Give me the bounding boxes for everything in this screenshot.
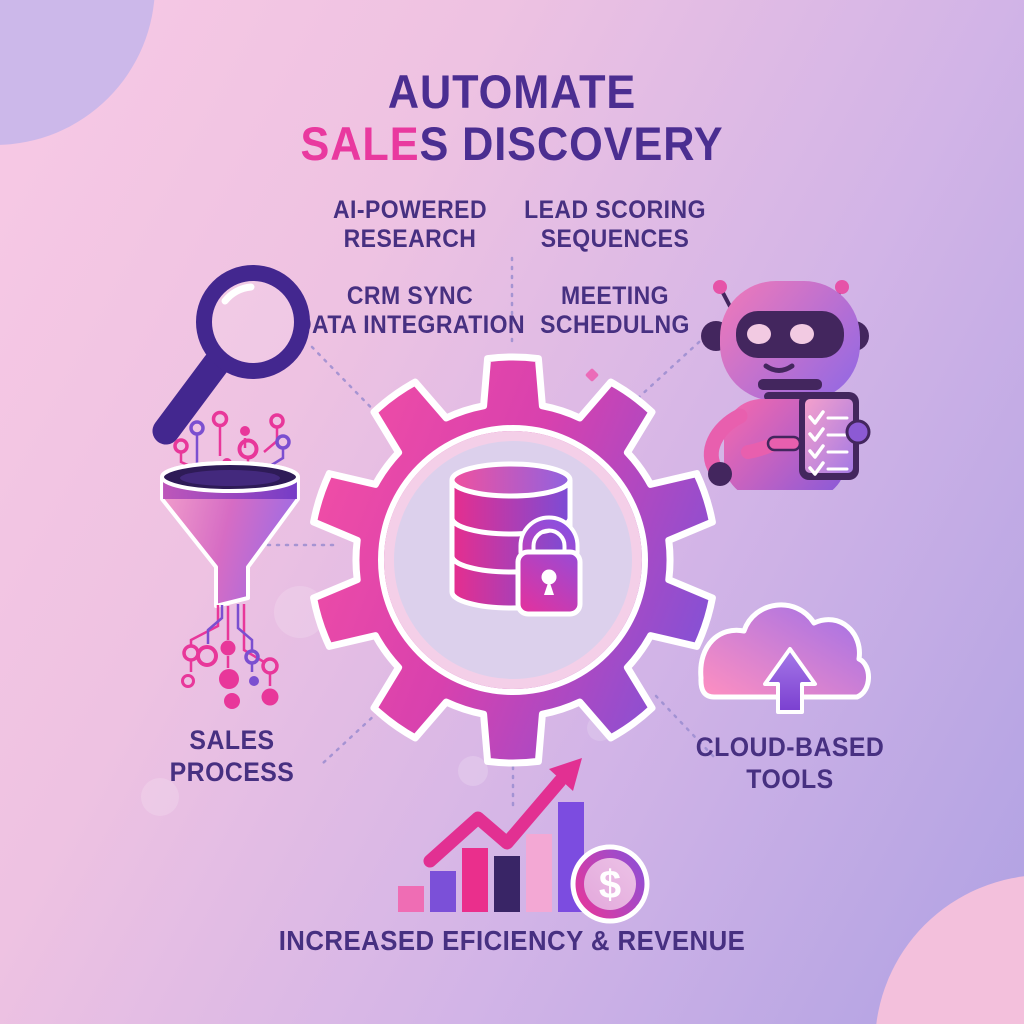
gear-icon (310, 353, 716, 767)
funnel-mouth-inner (180, 470, 280, 486)
circuit-nodes-top (173, 410, 291, 468)
cloud-upload-icon (698, 602, 871, 714)
padlock-icon (515, 515, 583, 617)
gear-hub-outer-ring (378, 425, 648, 695)
robot-smile (763, 363, 795, 373)
feature-line: SEQUENCES (540, 225, 690, 253)
robot-arm-pointing (741, 437, 781, 459)
robot-eye-right (790, 324, 814, 344)
funnel-band (163, 479, 297, 499)
robot-neck2 (764, 392, 816, 401)
label-cloud-based-tools: CLOUD-BASED TOOLS (652, 731, 928, 795)
label-line: PROCESS (169, 757, 295, 787)
dollar-coin-icon: $ (570, 844, 650, 924)
funnel-mouth (160, 461, 300, 493)
tablet (799, 392, 859, 480)
robot-neck (758, 379, 822, 390)
feature-ai-powered-research: AI-POWERED RESEARCH (263, 196, 557, 254)
bar-1 (398, 886, 424, 912)
robot-fist (708, 462, 732, 486)
magnifier-handle (152, 350, 230, 445)
tablet-screen (805, 399, 853, 473)
feature-line: CRM SYNC (346, 282, 474, 310)
trend-arrow-line (423, 774, 567, 868)
cloud-shape (698, 602, 871, 700)
title-line2: SALES DISCOVERY (41, 118, 983, 170)
label-sales-process: SALES PROCESS (94, 724, 370, 788)
upload-arrow (763, 647, 817, 714)
lens-highlight (221, 283, 255, 305)
bar-3 (462, 848, 488, 912)
feature-crm-sync-data-integration: CRM SYNC DATA INTEGRATION (263, 282, 557, 340)
gear-hub (384, 431, 642, 689)
label-line: SALES (189, 725, 275, 755)
circuit-nodes-bottom (181, 640, 279, 709)
title-accent: SALE (300, 117, 420, 170)
bar-5 (526, 834, 552, 912)
pointing-finger (766, 435, 802, 452)
feature-meeting-scheduling: MEETING SCHEDULNG (468, 282, 762, 340)
title-line1: AUTOMATE (387, 65, 637, 118)
label-line: CLOUD-BASED (695, 732, 885, 762)
feature-line: AI-POWERED (332, 196, 488, 224)
circuit-lines-top (179, 426, 285, 474)
bar-chart-icon: $ (398, 758, 650, 924)
robot-arm-left (703, 408, 748, 478)
circuit-lines-bottom (189, 604, 272, 686)
bottom-caption: INCREASED EFICIENCY & REVENUE (278, 925, 746, 956)
feature-line: MEETING (560, 282, 670, 310)
database-icon (449, 461, 573, 611)
feature-lead-scoring-sequences: LEAD SCORING SEQUENCES (468, 196, 762, 254)
robot-grip-hand (845, 419, 871, 445)
robot-body (724, 399, 846, 490)
bar-chart-bars (398, 802, 584, 912)
page-title: AUTOMATE SALES DISCOVERY (41, 66, 983, 170)
label-line: TOOLS (746, 764, 834, 794)
feature-line: SCHEDULNG (540, 311, 690, 339)
checklist (808, 410, 849, 476)
bar-2 (430, 871, 456, 912)
robot-ear-right (839, 321, 869, 351)
bar-6 (558, 802, 584, 912)
trend-arrow-head (549, 758, 582, 791)
feature-line: DATA INTEGRATION (294, 311, 526, 339)
funnel-body (160, 461, 300, 608)
dollar-symbol: $ (599, 863, 621, 907)
feature-line: LEAD SCORING (524, 196, 706, 224)
feature-line: RESEARCH (343, 225, 477, 253)
bar-4 (494, 856, 520, 912)
magnifier-icon (152, 265, 310, 445)
gear-body (310, 353, 716, 767)
title-rest: S DISCOVERY (419, 117, 724, 170)
funnel-icon (160, 410, 300, 709)
